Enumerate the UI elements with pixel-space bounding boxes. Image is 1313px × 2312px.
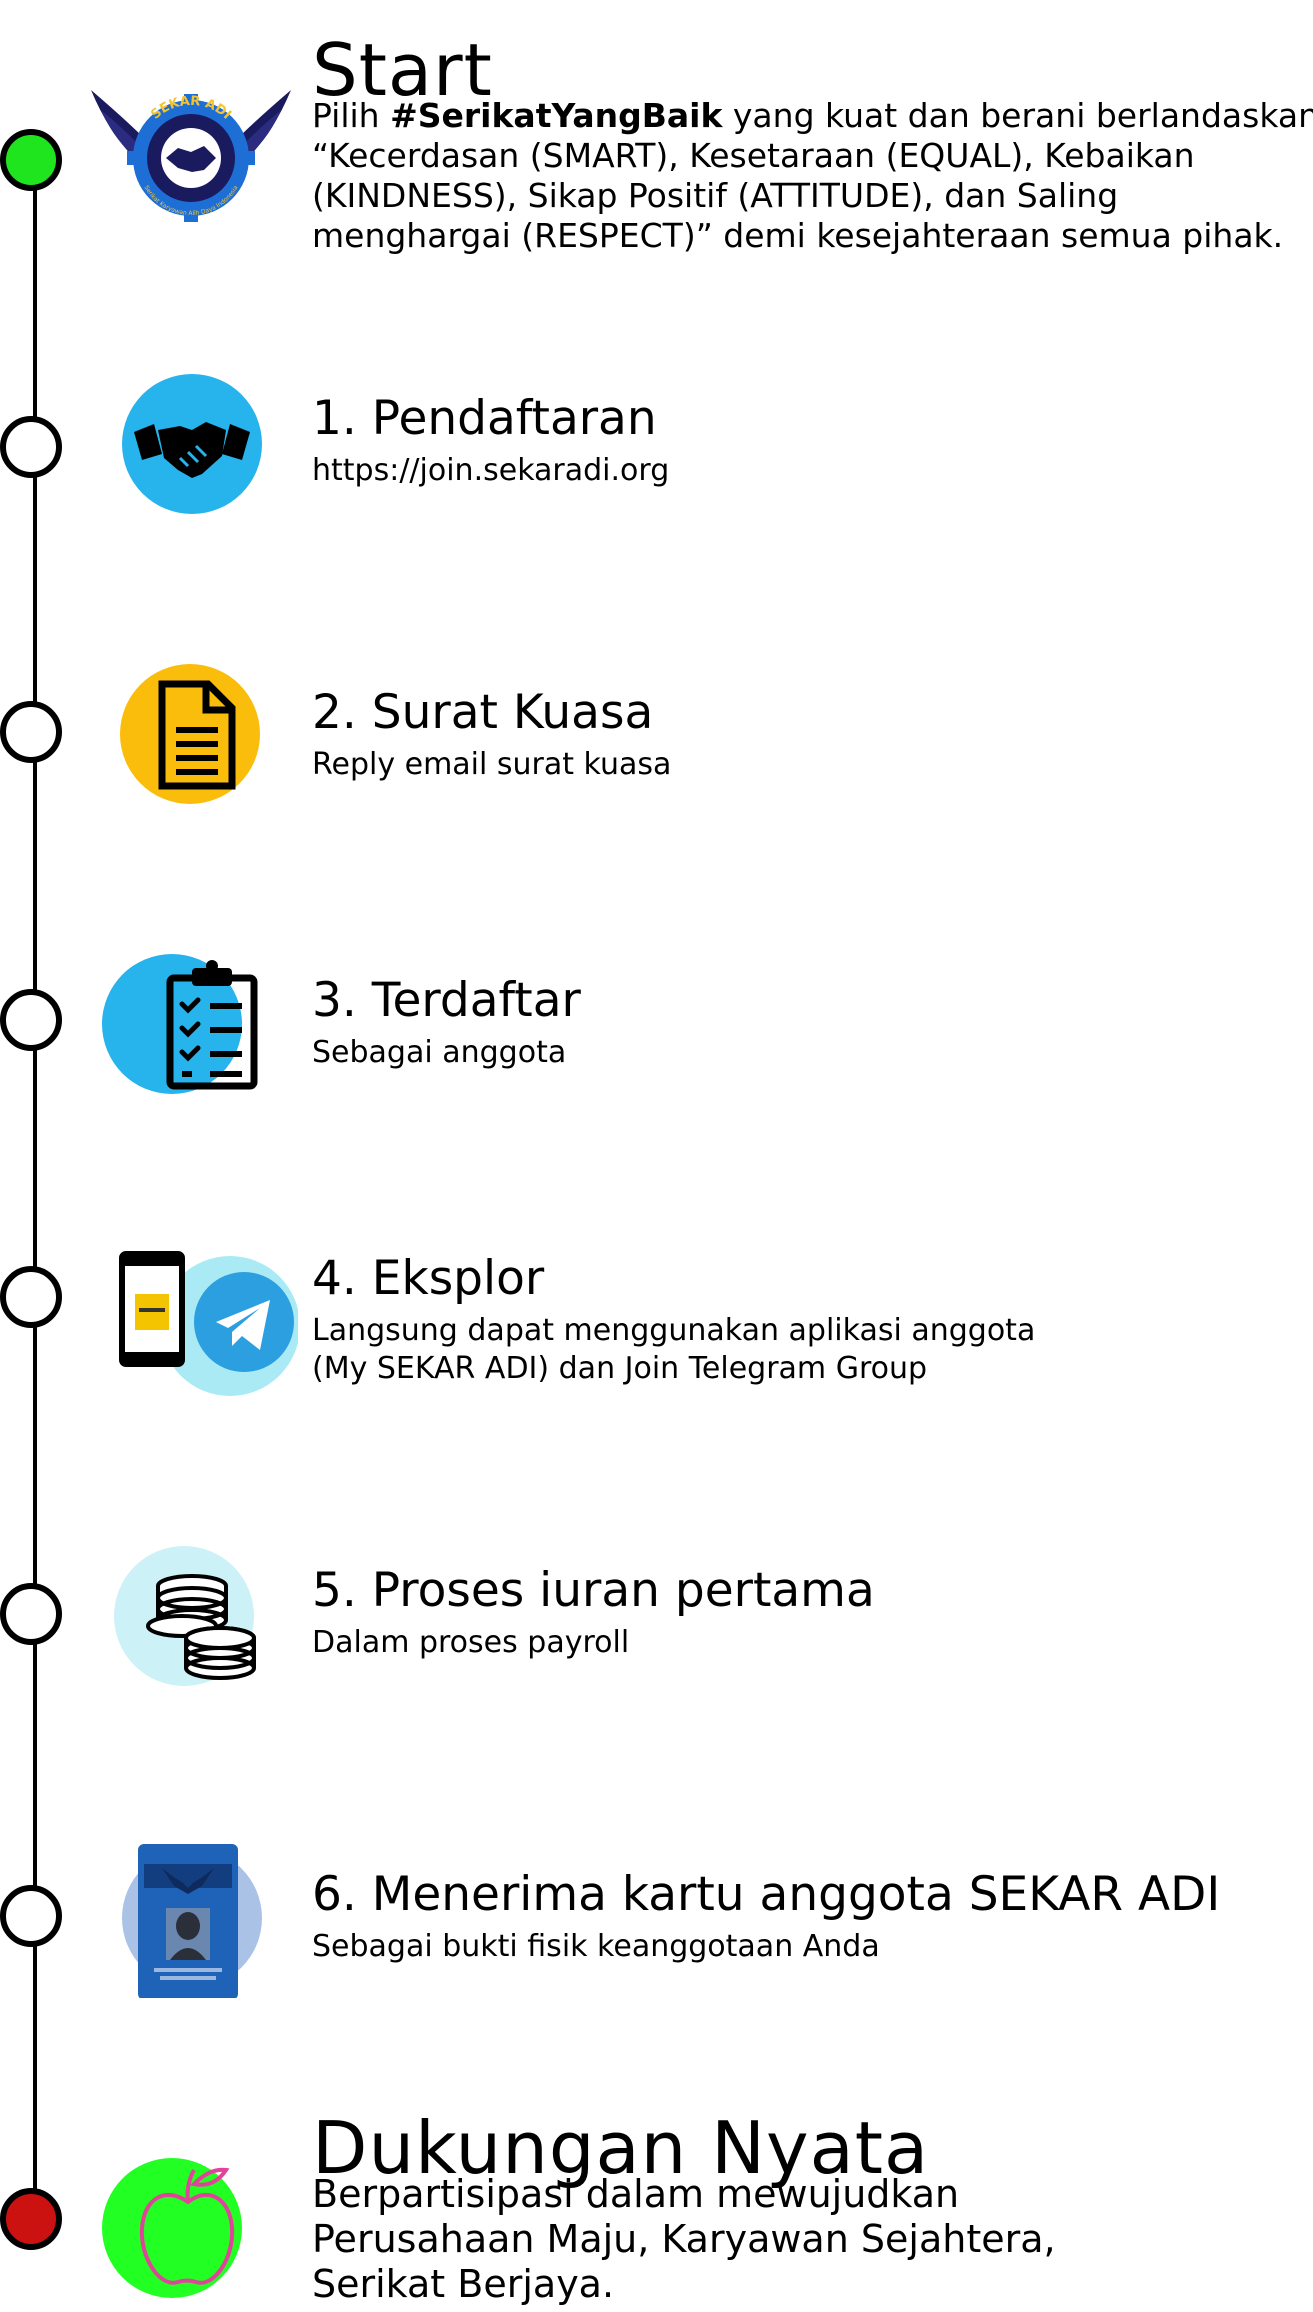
end-description: Berpartisipasi dalam mewujudkan Perusaha…: [312, 2172, 1056, 2306]
end-title: Dukungan Nyata: [312, 2106, 930, 2190]
sekar-adi-logo: SEKAR ADI Serikat Karyawan Alih Daya Ind…: [86, 80, 296, 230]
step-5-subtitle: Dalam proses payroll: [312, 1625, 630, 1660]
phone-telegram-icon: [118, 1248, 298, 1398]
member-card-icon: [122, 1838, 262, 1998]
apple-icon: [102, 2150, 262, 2300]
hashtag: #SerikatYangBaik: [390, 96, 723, 135]
step-2-subtitle: Reply email surat kuasa: [312, 747, 672, 782]
timeline-line: [33, 160, 37, 2210]
step-3-subtitle: Sebagai anggota: [312, 1035, 567, 1070]
step-6-subtitle: Sebagai bukti fisik keanggotaan Anda: [312, 1929, 880, 1964]
step-4-description: Langsung dapat menggunakan aplikasi angg…: [312, 1313, 1036, 1386]
start-description: Pilih #SerikatYangBaik yang kuat dan ber…: [312, 96, 1313, 255]
start-title: Start: [312, 28, 493, 112]
clipboard-checklist-icon: [102, 954, 262, 1094]
document-icon: [120, 664, 260, 804]
step-3-title: 3. Terdaftar: [312, 973, 581, 1028]
timeline-node-end: [0, 2188, 62, 2250]
step-1-title: 1. Pendaftaran: [312, 391, 657, 446]
step-4-title: 4. Eksplor: [312, 1251, 545, 1306]
timeline-node-step-5: [0, 1583, 62, 1645]
step-6-title: 6. Menerima kartu anggota SEKAR ADI: [312, 1867, 1221, 1922]
timeline-node-start: [0, 129, 62, 191]
handshake-icon: [122, 374, 262, 514]
timeline-node-step-2: [0, 701, 62, 763]
timeline-node-step-1: [0, 416, 62, 478]
timeline-node-step-4: [0, 1266, 62, 1328]
step-5-title: 5. Proses iuran pertama: [312, 1563, 875, 1618]
coins-icon: [114, 1546, 264, 1686]
step-1-link[interactable]: https://join.sekaradi.org: [312, 453, 670, 488]
step-2-title: 2. Surat Kuasa: [312, 685, 654, 740]
timeline-node-step-3: [0, 989, 62, 1051]
timeline-node-step-6: [0, 1885, 62, 1947]
